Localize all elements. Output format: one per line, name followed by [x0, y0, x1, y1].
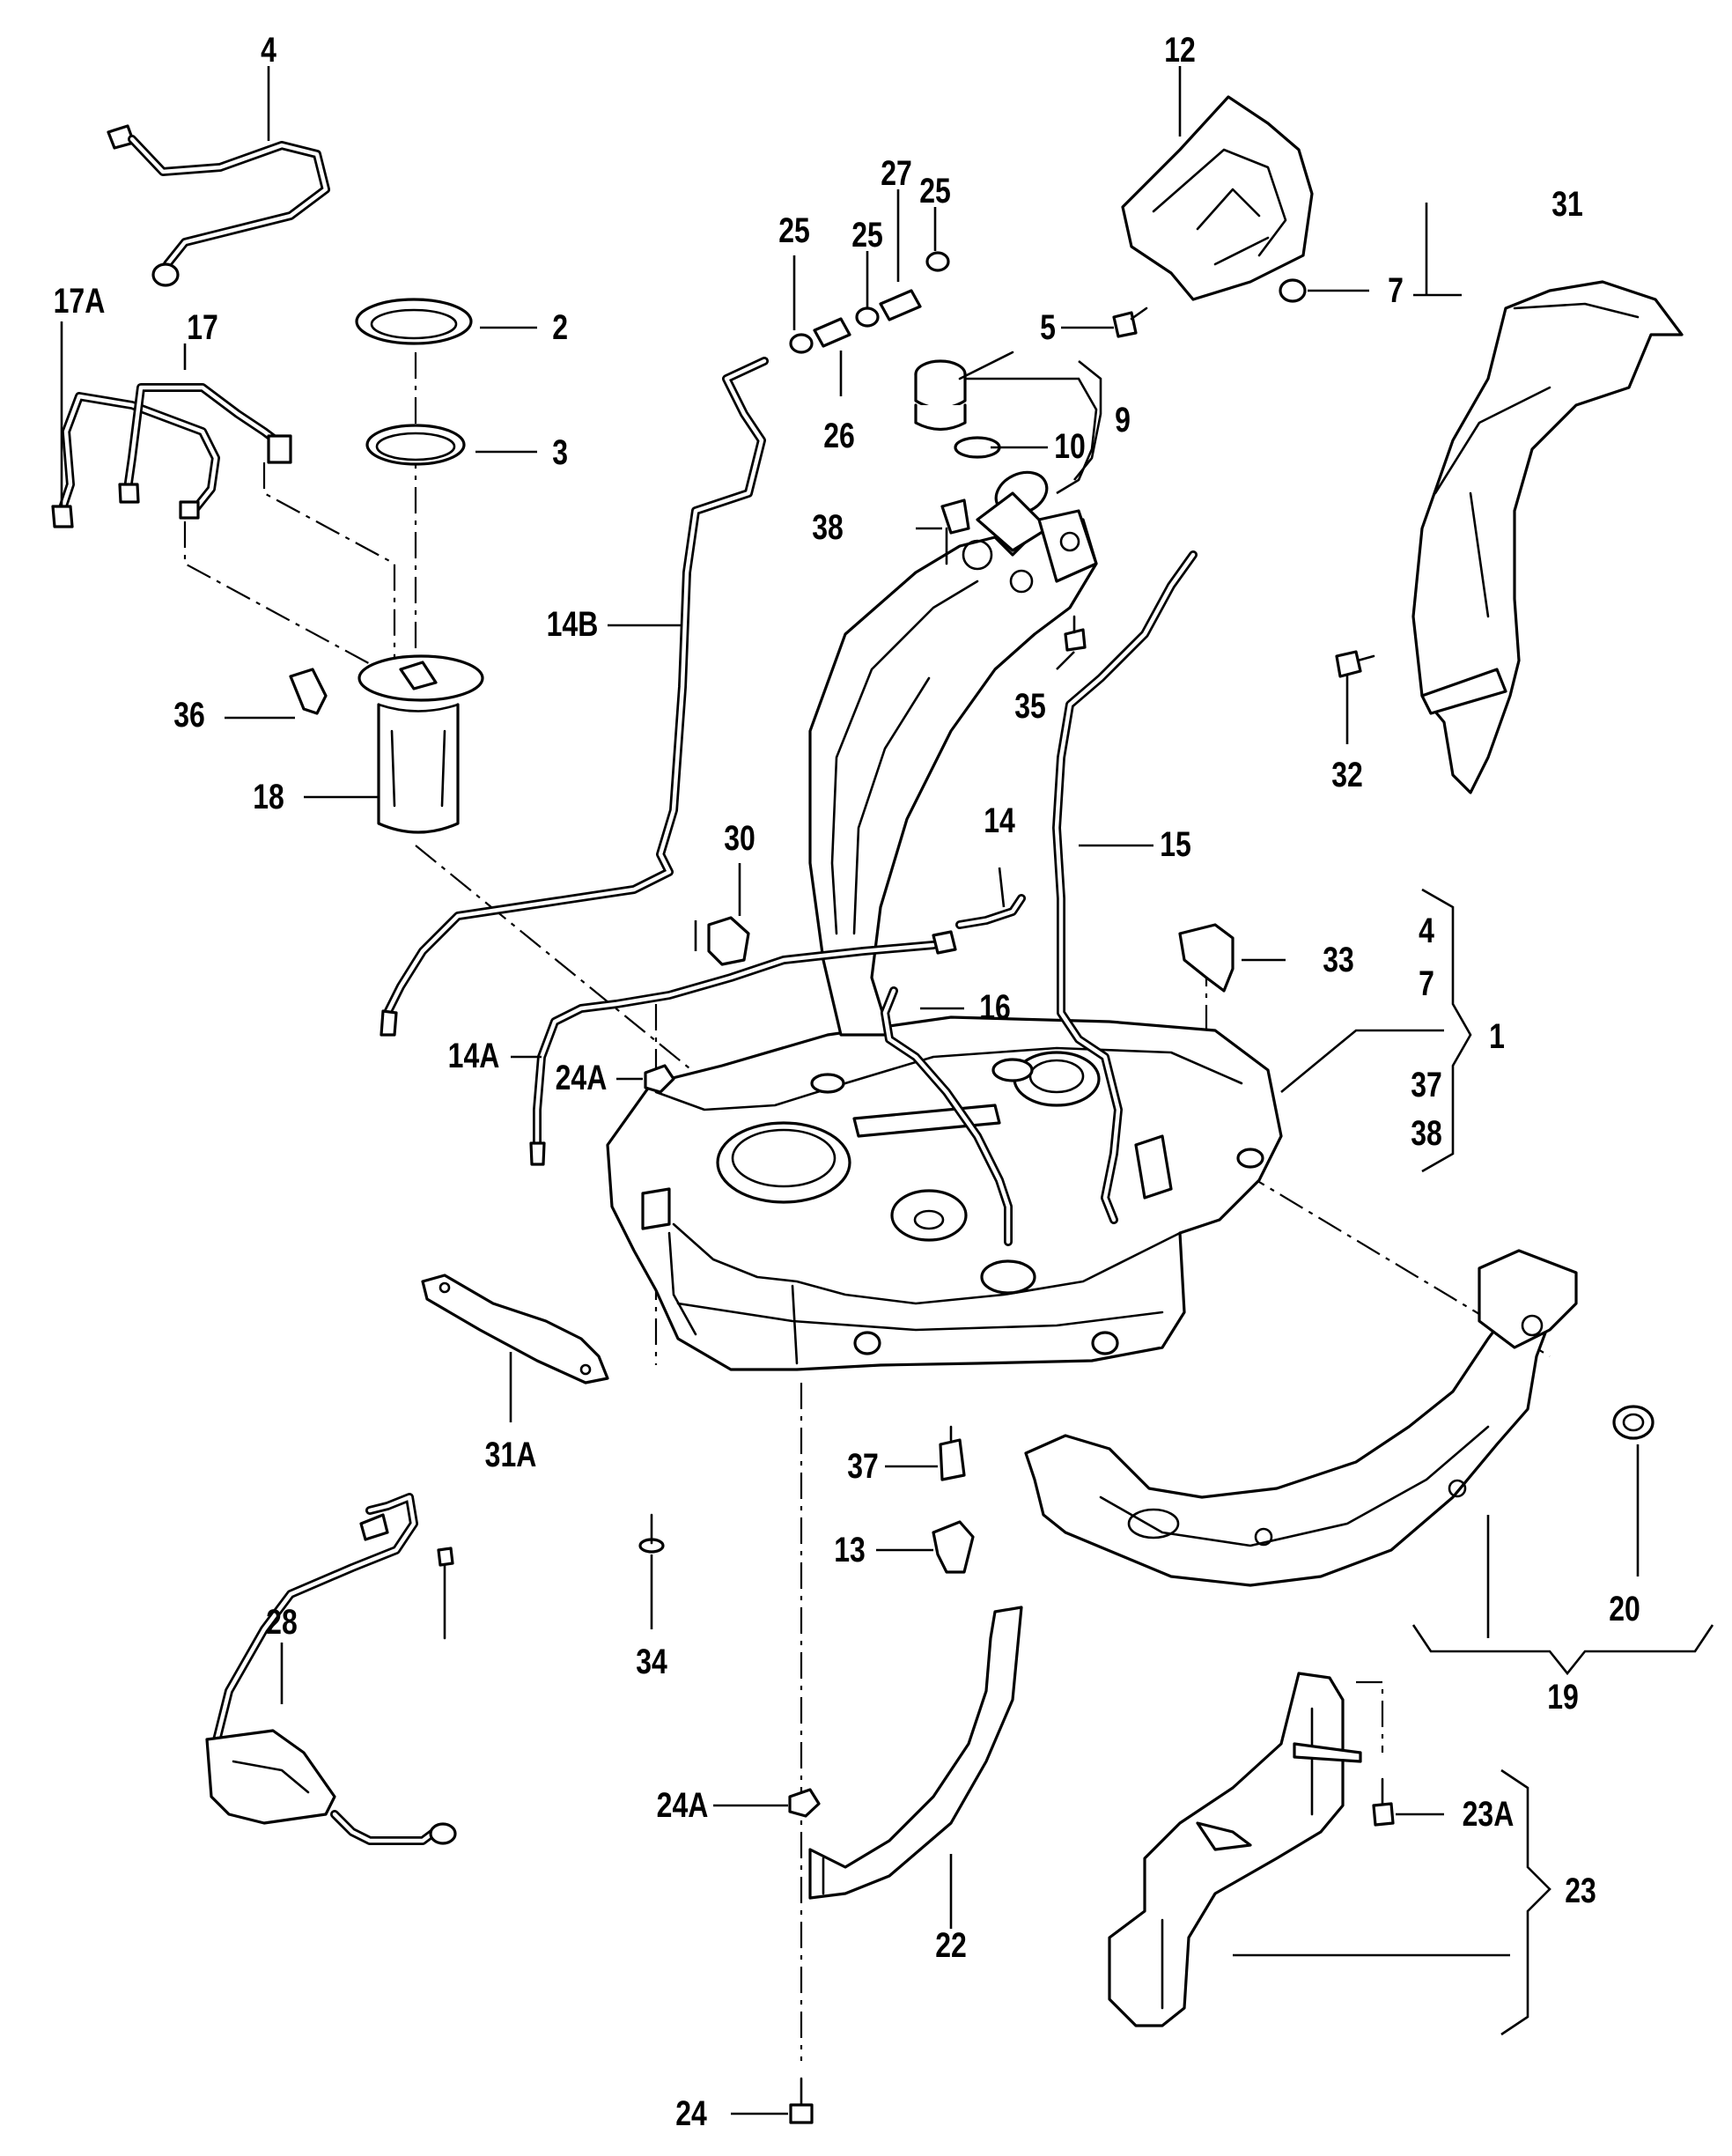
part-3-seal[interactable] [365, 424, 466, 466]
part-23a-bolt[interactable] [1372, 1777, 1395, 1827]
part-23-bracket[interactable] [1108, 1672, 1362, 2027]
callout-25c: 25 [919, 171, 951, 210]
part-13-clip[interactable] [932, 1520, 975, 1574]
callout-24a-top: 24A [556, 1058, 608, 1097]
callout-labels: 4 2 3 17A 17 36 18 14B 14A 24A 25 25 27 … [54, 30, 1640, 2133]
part-19-cross-member[interactable] [1024, 1249, 1578, 1587]
callout-23a: 23A [1463, 1794, 1515, 1834]
callout-34: 34 [636, 1642, 667, 1681]
part-24a-nut-bottom[interactable] [788, 1788, 821, 1818]
part-38-valve[interactable] [940, 498, 970, 565]
callout-33: 33 [1323, 940, 1354, 979]
callout-18: 18 [253, 777, 284, 816]
callout-38b: 38 [1411, 1113, 1442, 1153]
callout-17a: 17A [54, 281, 106, 321]
part-2-lock-ring[interactable] [355, 298, 473, 345]
part-4-wiring-harness[interactable] [107, 124, 330, 287]
fuel-tank[interactable] [606, 1015, 1283, 1371]
callout-26: 26 [823, 416, 855, 455]
callout-12: 12 [1164, 30, 1196, 70]
part-22-strap[interactable] [808, 1606, 1023, 1900]
part-37-valve[interactable] [939, 1425, 966, 1481]
part-20-grommet[interactable] [1612, 1405, 1655, 1440]
part-12-heat-shield[interactable] [1121, 95, 1314, 301]
callout-38: 38 [812, 507, 844, 547]
part-36-connector[interactable] [289, 668, 328, 715]
callout-23: 23 [1565, 1871, 1596, 1910]
callout-36: 36 [173, 695, 205, 735]
callout-35: 35 [1014, 686, 1046, 726]
callout-24: 24 [675, 2093, 707, 2133]
callout-10: 10 [1054, 426, 1086, 466]
callout-37: 37 [847, 1446, 879, 1486]
part-31a-bracket[interactable] [421, 1274, 609, 1384]
part-7-nut[interactable] [1279, 278, 1307, 303]
callout-19: 19 [1547, 1677, 1579, 1717]
callout-7b: 7 [1419, 964, 1434, 1003]
part-33-bracket[interactable] [1178, 923, 1235, 993]
part-25-26-27-fittings[interactable] [789, 251, 950, 354]
callout-15: 15 [1160, 824, 1191, 864]
callout-14a: 14A [448, 1036, 500, 1075]
part-5-screw[interactable] [1112, 306, 1148, 338]
callout-31a: 31A [485, 1435, 537, 1474]
part-34-bolt[interactable] [638, 1513, 665, 1554]
callout-31: 31 [1551, 184, 1583, 224]
part-18-fuel-pump-module[interactable] [357, 654, 484, 834]
fuel-lines [380, 357, 1198, 1246]
group-braces [1072, 359, 1714, 2036]
part-32-screw[interactable] [1335, 650, 1375, 678]
callout-28: 28 [266, 1602, 298, 1642]
callout-4: 4 [261, 30, 276, 70]
callout-37b: 37 [1411, 1065, 1442, 1104]
part-35-screw[interactable] [1064, 615, 1087, 652]
callout-25a: 25 [778, 210, 810, 250]
callout-30: 30 [724, 818, 755, 858]
part-24-bolt[interactable] [789, 2077, 814, 2124]
callout-7: 7 [1388, 270, 1404, 310]
callout-20: 20 [1609, 1589, 1640, 1628]
part-24a-nut-top[interactable] [644, 1064, 675, 1094]
callout-1: 1 [1489, 1016, 1505, 1056]
callout-14b: 14B [547, 604, 599, 644]
callout-14: 14 [984, 801, 1015, 840]
callout-4b: 4 [1419, 911, 1434, 950]
part-17-17a-hoses[interactable] [51, 383, 292, 528]
callout-17: 17 [187, 307, 218, 347]
callout-3: 3 [552, 432, 568, 472]
part-28-sensor-harness[interactable] [205, 1493, 457, 1845]
callout-9: 9 [1115, 400, 1131, 439]
part-31-filler-guard[interactable] [1411, 280, 1684, 794]
part-30-clip[interactable] [707, 916, 750, 966]
callout-22: 22 [935, 1925, 967, 1965]
part-9-filler-cap[interactable] [914, 351, 1014, 432]
callout-27: 27 [881, 153, 912, 193]
callout-32: 32 [1331, 755, 1363, 794]
callout-24a-bottom: 24A [657, 1785, 709, 1825]
callout-16: 16 [979, 987, 1011, 1027]
callout-5: 5 [1040, 307, 1056, 347]
callout-2: 2 [552, 307, 568, 347]
leader-lines [60, 66, 1640, 2115]
filler-neck[interactable] [808, 464, 1098, 1037]
callout-13: 13 [834, 1530, 866, 1569]
callout-25b: 25 [851, 215, 883, 255]
